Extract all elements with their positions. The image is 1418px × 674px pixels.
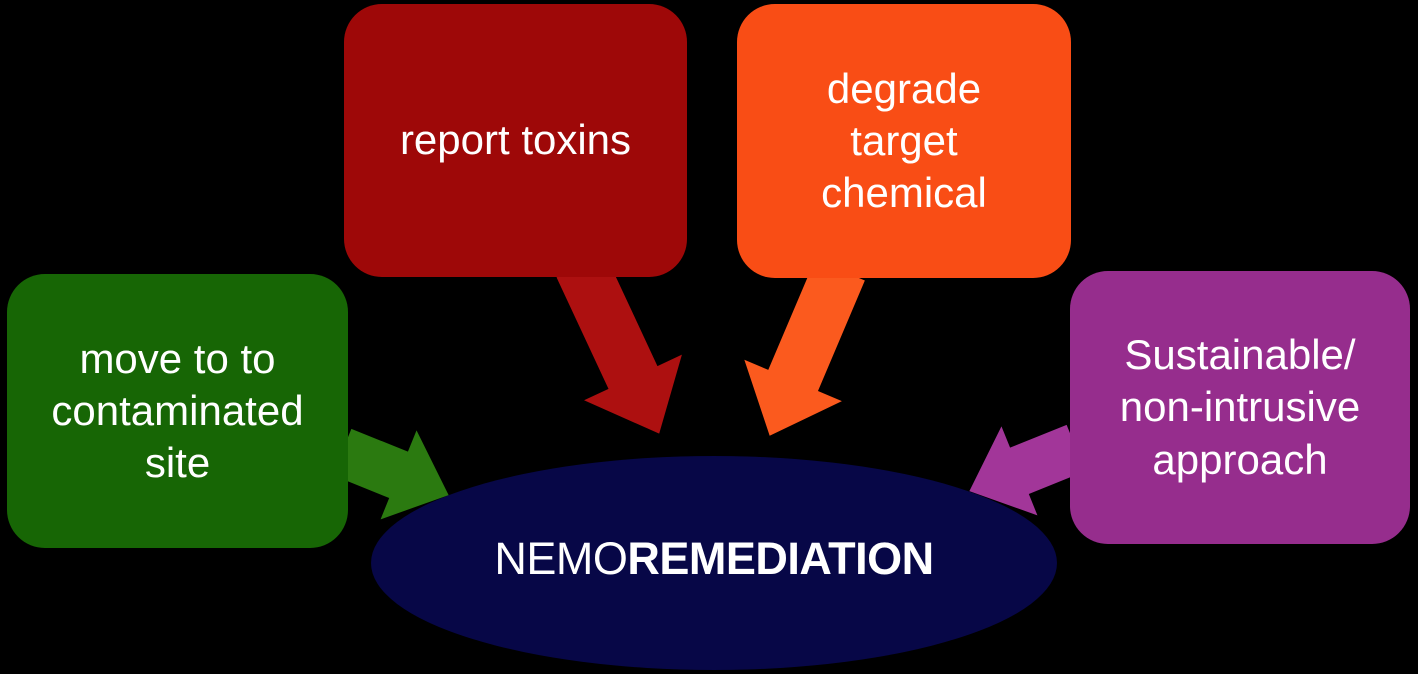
arrow-sustainable-to-center [969, 424, 1086, 516]
center-label-remediation: REMEDIATION [627, 533, 934, 584]
box-sustainable-line-1: Sustainable/ [1124, 331, 1356, 379]
center-label-nemo: NEMO [494, 533, 628, 584]
arrow-report-to-center [556, 254, 682, 434]
center-ellipse-nemoremediation: NEMOREMEDIATION [371, 456, 1057, 670]
box-sustainable-non-intrusive-approach: Sustainable/ non-intrusive approach [1070, 271, 1410, 544]
box-degrade-line-2: target [850, 116, 958, 164]
box-degrade-line-3: chemical [821, 169, 987, 217]
arrow-degrade-to-center [744, 259, 865, 436]
box-report-line-1: report toxins [399, 116, 632, 164]
box-move-line-1: move to to [79, 334, 276, 382]
box-move-to-contaminated-site: move to to contaminated site [7, 274, 348, 548]
box-sustainable-line-3: approach [1152, 435, 1328, 483]
arrow-move-to-center [332, 428, 449, 520]
box-report-toxins: report toxins [344, 4, 687, 277]
box-move-line-3: site [144, 439, 211, 487]
box-move-line-2: contaminated [51, 386, 304, 434]
box-sustainable-line-2: non-intrusive [1119, 383, 1361, 431]
box-degrade-line-1: degrade [826, 64, 982, 112]
box-degrade-target-chemical: degrade target chemical [737, 4, 1071, 278]
center-label: NEMOREMEDIATION [494, 533, 934, 585]
